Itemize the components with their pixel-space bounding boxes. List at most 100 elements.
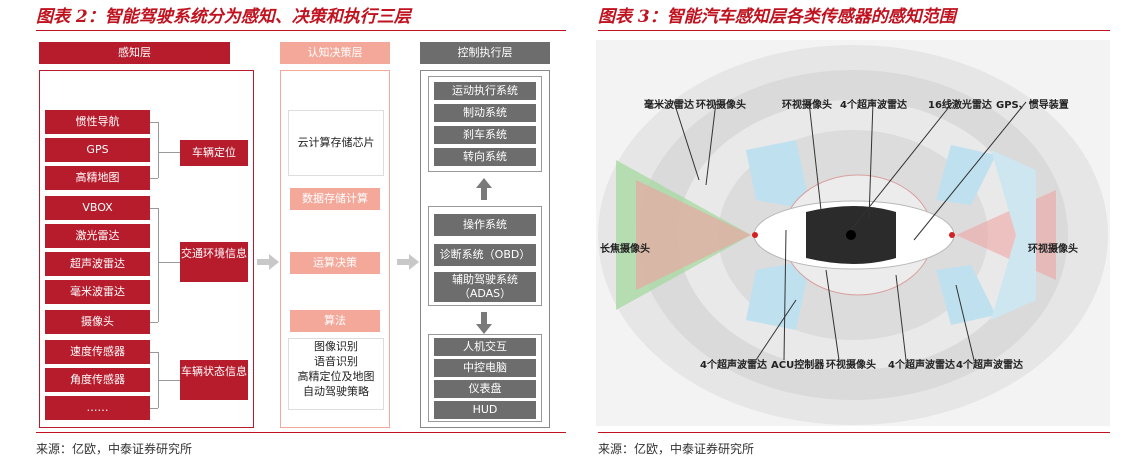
- item-gps: GPS: [45, 138, 150, 162]
- exec-group-3: [428, 334, 542, 422]
- front-radar-dot: [752, 232, 758, 238]
- pointer-surround-bottom: [825, 269, 840, 361]
- mmwave-front-cone: [636, 180, 751, 290]
- connector-env-a: [150, 208, 158, 209]
- central-computer: 中控电脑: [434, 359, 536, 377]
- cloud-storage-chip: 云计算存储芯片: [288, 110, 384, 176]
- pointer-ultra-b2: [895, 274, 907, 361]
- connector-loc: [158, 122, 159, 178]
- algo-item-image: 图像识别: [314, 340, 358, 353]
- sensor-range-diagram: [596, 40, 1110, 426]
- perception-frame: [39, 70, 254, 428]
- connector-loc-a: [150, 122, 158, 123]
- obd-system: 诊断系统（OBD）: [434, 244, 536, 266]
- label-mmwave: 毫米波雷达: [644, 100, 694, 111]
- label-surround-camera-right: 环视摄像头: [1028, 244, 1078, 255]
- rear-radar-dot: [949, 232, 955, 238]
- pointer-gps: [913, 101, 1027, 241]
- right-title-rule: [598, 30, 1110, 31]
- side-camera-front-left: [746, 140, 811, 210]
- exec-group-2: [428, 206, 542, 306]
- label-surround-camera-bottom: 环视摄像头: [826, 360, 876, 371]
- hud: HUD: [434, 401, 536, 419]
- right-source: 来源：亿欧，中泰证券研究所: [598, 442, 755, 456]
- arrow-right-icon: [257, 254, 279, 270]
- item-hd-map: 高精地图: [45, 166, 150, 190]
- adas-system: 辅助驾驶系统（ADAS）: [434, 272, 536, 302]
- motion-exec-system: 运动执行系统: [434, 82, 536, 100]
- side-camera-front-right: [746, 260, 811, 330]
- item-angle-sensor: 角度传感器: [45, 368, 150, 392]
- label-ultrasonic-bottom-2: 4个超声波雷达: [888, 360, 955, 371]
- operating-system: 操作系统: [434, 214, 536, 236]
- pointer-ultra-b3: [955, 284, 975, 361]
- surround-camera-rear: [991, 150, 1036, 320]
- arrow-right-icon: [397, 254, 419, 270]
- data-storage-calc: 数据存储计算: [290, 188, 380, 210]
- algo-item-voice: 语音识别: [314, 355, 358, 368]
- label-surround-camera-2: 环视摄像头: [782, 100, 832, 111]
- arrow-up-icon: [476, 178, 492, 200]
- connector-env: [158, 208, 159, 322]
- brake-system: 刹车系统: [434, 126, 536, 144]
- side-camera-rear-left: [936, 145, 996, 205]
- connector-env-c: [158, 262, 180, 263]
- pointer-surround1: [705, 101, 717, 186]
- perception-header: 感知层: [39, 42, 230, 64]
- item-ellipsis: ……: [45, 396, 150, 420]
- connector-state-c: [158, 380, 180, 381]
- connector-loc-b: [150, 178, 158, 179]
- item-speed-sensor: 速度传感器: [45, 340, 150, 364]
- label-lidar-16: 16线激光雷达: [928, 100, 992, 111]
- connector-env-b: [150, 322, 158, 323]
- pointer-ultra-b1: [755, 299, 797, 361]
- connector-loc-c: [158, 152, 180, 153]
- label-ultrasonic-top: 4个超声波雷达: [840, 100, 907, 111]
- item-camera: 摄像头: [45, 310, 150, 334]
- decision-frame: [280, 70, 390, 428]
- left-figure-title: 图表 2：智能驾驶系统分为感知、决策和执行三层: [36, 7, 411, 27]
- algo-item-hd-map: 高精定位及地图: [297, 370, 375, 383]
- right-figure-title: 图表 3：智能汽车感知层各类传感器的感知范围: [598, 7, 956, 27]
- label-acu: ACU控制器: [771, 360, 825, 371]
- item-lidar: 激光雷达: [45, 224, 150, 248]
- pointer-acu: [783, 229, 787, 361]
- hmi: 人机交互: [434, 338, 536, 356]
- label-ultrasonic-bottom-3: 4个超声波雷达: [956, 360, 1023, 371]
- left-title-rule: [36, 30, 566, 31]
- label-surround-camera-1: 环视摄像头: [696, 100, 746, 111]
- pointer-mmwave: [673, 101, 700, 181]
- connector-state-b: [150, 408, 158, 409]
- group-vehicle-positioning: 车辆定位: [180, 140, 248, 166]
- compute-decision: 运算决策: [290, 252, 380, 274]
- decision-header: 认知决策层: [280, 42, 390, 64]
- algorithm: 算法: [290, 310, 380, 332]
- connector-state-a: [150, 352, 158, 353]
- pointer-surround2: [808, 101, 822, 211]
- item-ultrasonic: 超声波雷达: [45, 252, 150, 276]
- item-inertial-nav: 惯性导航: [45, 110, 150, 134]
- dashboard: 仪表盘: [434, 380, 536, 398]
- algorithm-list: 图像识别 语音识别 高精定位及地图 自动驾驶策略: [288, 338, 384, 410]
- left-source: 来源：亿欧，中泰证券研究所: [36, 442, 193, 456]
- steering-system: 转向系统: [434, 148, 536, 166]
- arrow-down-icon: [476, 312, 492, 334]
- label-ultrasonic-bottom-1: 4个超声波雷达: [700, 360, 767, 371]
- side-camera-rear-right: [936, 265, 996, 325]
- algo-item-strategy: 自动驾驶策略: [303, 385, 369, 398]
- label-gps-ins: GPS、惯导装置: [996, 100, 1069, 111]
- item-mmwave: 毫米波雷达: [45, 280, 150, 304]
- pointer-lidar: [850, 101, 954, 231]
- label-long-focus-camera: 长焦摄像头: [600, 244, 650, 255]
- left-bottom-rule: [36, 432, 566, 433]
- drive-system: 制动系统: [434, 104, 536, 122]
- execution-frame: [420, 70, 550, 428]
- pointer-ultra-top: [868, 101, 874, 219]
- exec-group-1: [428, 76, 542, 172]
- lidar-sensor-dot: [846, 230, 856, 240]
- execution-header: 控制执行层: [420, 42, 550, 64]
- item-vbox: VBOX: [45, 196, 150, 220]
- group-traffic-env: 交通环境信息: [180, 242, 248, 282]
- group-vehicle-state: 车辆状态信息: [180, 360, 248, 400]
- right-bottom-rule: [598, 432, 1110, 433]
